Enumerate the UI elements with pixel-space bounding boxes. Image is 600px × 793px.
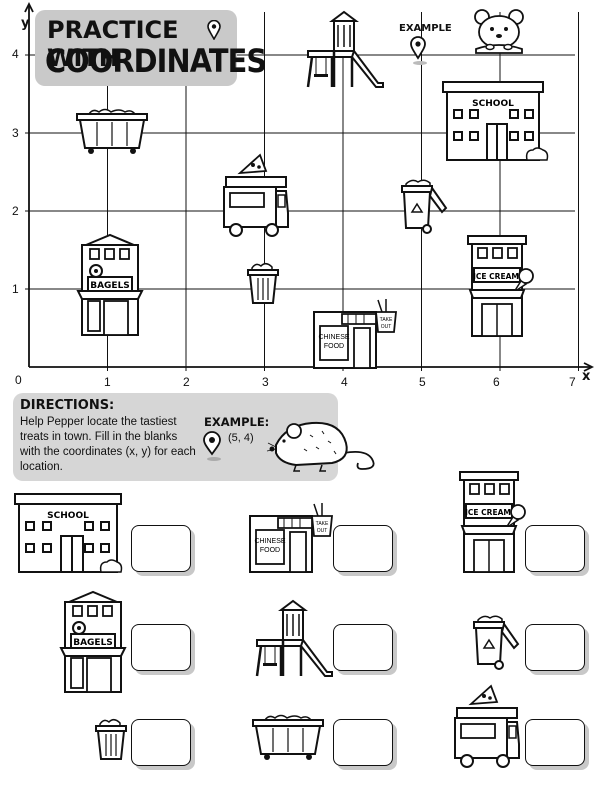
answer-box-dumpster[interactable] (333, 719, 393, 766)
y-axis-arrow (24, 1, 34, 13)
school-sign: SCHOOL (47, 511, 89, 521)
take-out-sign-line-2: OUT (381, 324, 392, 330)
example-coordinate: (5, 4) (228, 432, 254, 444)
chinese-restaurant-icon: CHINESE FOOD TAKE OUT (312, 298, 400, 370)
answer-box-food-truck[interactable] (525, 719, 585, 766)
take-out-sign-line-1: TAKE (316, 521, 329, 527)
x-tick-label: 3 (262, 375, 269, 389)
recycling-bin-icon (470, 614, 522, 670)
bagel-shop-icon: BAGELS (76, 233, 144, 337)
x-axis-label: x (582, 369, 591, 384)
answer-box-trash-can[interactable] (131, 719, 191, 766)
directions-text: Help Pepper locate the tastiest treats i… (20, 416, 196, 473)
chinese-food-sign-line-1: CHINESE (254, 538, 285, 545)
school-icon: SCHOOL (441, 81, 551, 164)
ice-cream-shop-icon: ICE CREAM (458, 470, 528, 574)
x-tick-label: 6 (493, 375, 500, 389)
ice-cream-shop-icon: ICE CREAM (466, 234, 536, 338)
mouse-icon (266, 413, 388, 475)
food-truck-icon (451, 684, 521, 768)
y-tick-label: 2 (12, 204, 19, 218)
playground-icon (253, 599, 333, 680)
y-tick-label: 1 (12, 282, 19, 296)
example-heading: EXAMPLE: (204, 415, 270, 429)
hamster-icon (470, 9, 530, 55)
x-tick-label: 7 (569, 375, 576, 389)
x-tick-label: 4 (341, 375, 348, 389)
bagel-shop-icon: BAGELS (59, 590, 127, 694)
ice-cream-sign: ICE CREAM (473, 272, 519, 281)
answer-box-bagel-shop[interactable] (131, 624, 191, 671)
chinese-food-sign-line-1: CHINESE (318, 334, 349, 341)
title-line-2: COORDINATES (45, 42, 267, 80)
school-sign: SCHOOL (472, 99, 514, 109)
bagels-sign: BAGELS (90, 281, 130, 291)
x-tick-label: 2 (183, 375, 190, 389)
chinese-restaurant-icon: CHINESE FOOD TAKE OUT (248, 502, 336, 574)
y-tick-label: 3 (12, 126, 19, 140)
ice-cream-sign: ICE CREAM (465, 508, 511, 517)
bagels-sign: BAGELS (73, 638, 113, 648)
y-axis-label: y (21, 16, 30, 31)
playground-icon (304, 10, 384, 91)
take-out-sign-line-2: OUT (317, 528, 328, 534)
school-icon: SCHOOL (13, 493, 125, 574)
y-tick-label: 4 (12, 47, 19, 61)
chinese-food-sign-line-2: FOOD (260, 547, 280, 554)
title-line-1: PRACTICE WITH (47, 16, 179, 72)
title-banner: PRACTICE WITH COORDINATES (35, 10, 267, 86)
origin-label: 0 (15, 373, 22, 387)
dumpster-icon (251, 714, 325, 762)
answer-box-ice-cream-shop[interactable] (525, 525, 585, 572)
chinese-food-sign-line-2: FOOD (324, 343, 344, 350)
example-pin-icon (410, 36, 427, 66)
recycling-bin-icon (398, 178, 450, 234)
trash-can-icon (94, 718, 128, 762)
answer-box-school[interactable] (131, 525, 191, 572)
map-pin-icon (203, 431, 221, 468)
answer-box-recycling-bin[interactable] (525, 624, 585, 671)
answer-box-chinese-restaurant[interactable] (333, 525, 393, 572)
dumpster-icon (75, 108, 149, 156)
map-pin-icon (207, 19, 221, 45)
x-axis-arrow (583, 362, 595, 372)
x-tick-label: 1 (104, 375, 111, 389)
trash-can-icon (246, 262, 280, 306)
take-out-sign-line-1: TAKE (380, 317, 393, 323)
food-truck-icon (220, 153, 290, 237)
x-tick-label: 5 (419, 375, 426, 389)
example-label: EXAMPLE (399, 23, 452, 34)
answer-box-playground[interactable] (333, 624, 393, 671)
directions-heading: DIRECTIONS: (20, 398, 115, 413)
